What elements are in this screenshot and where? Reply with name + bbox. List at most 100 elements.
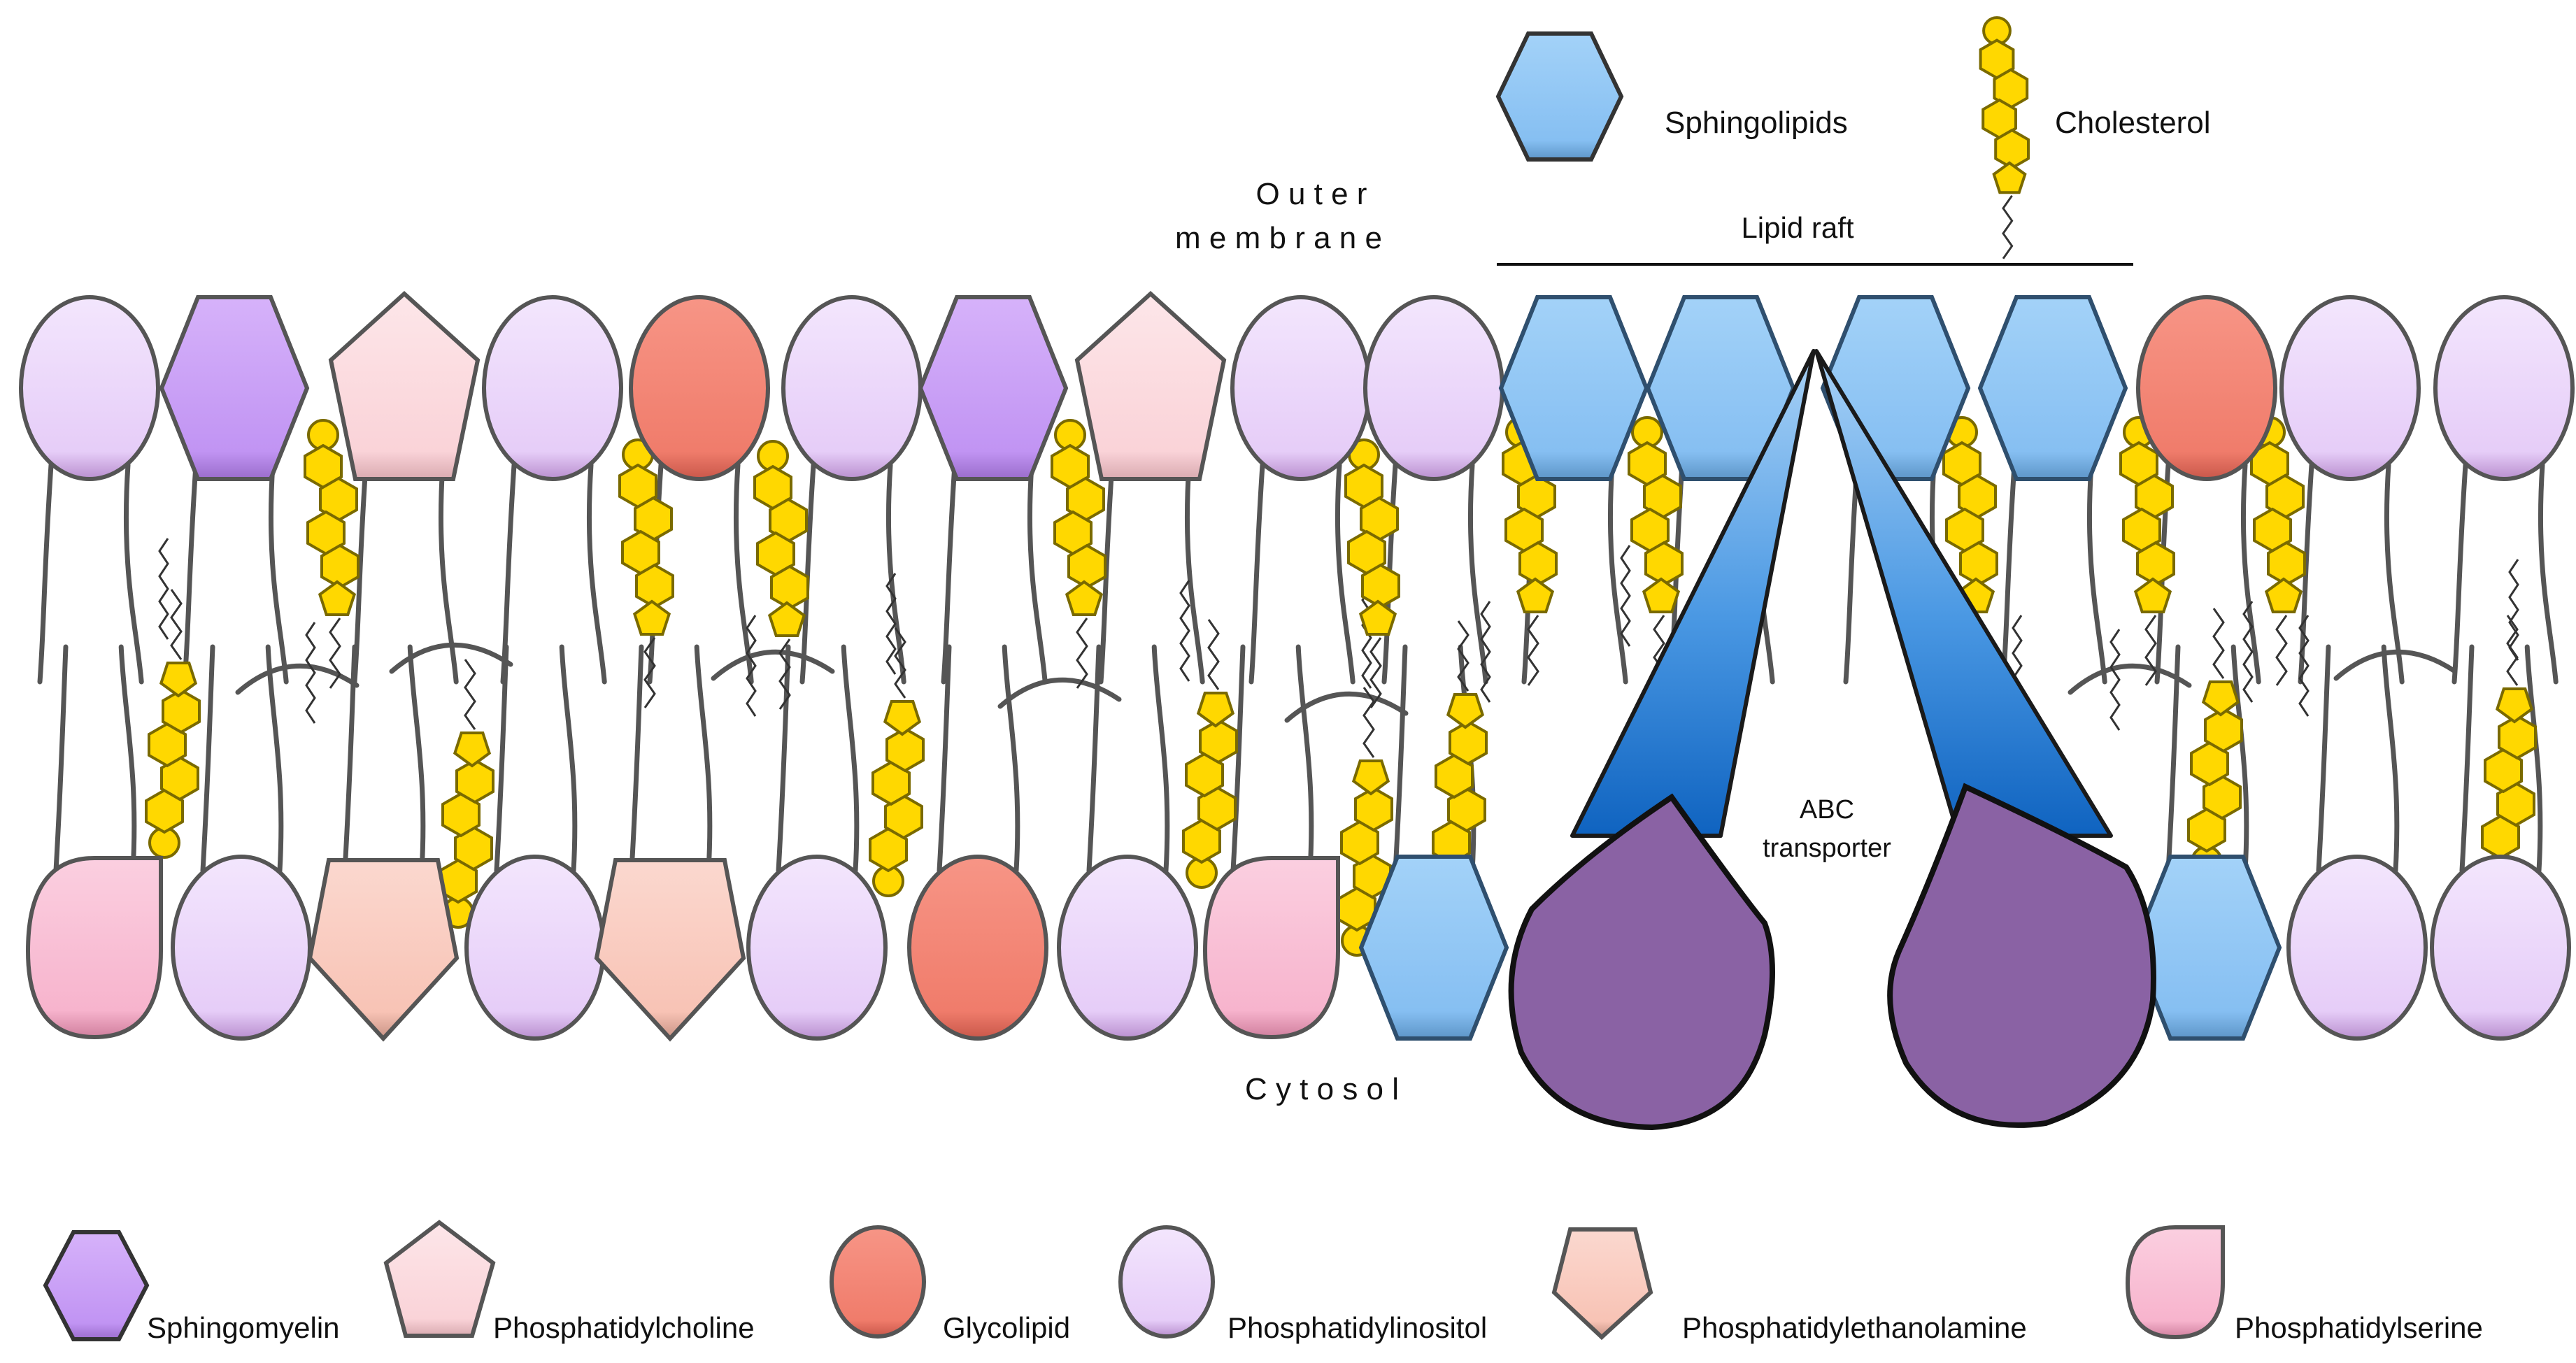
glycolipid-head [2136,295,2277,481]
cholesterol-ring [2133,577,2172,613]
cholesterol-ring [1182,818,1221,864]
cholesterol-tail [329,618,341,689]
lipid-tail [200,644,215,873]
lipid-tail [2230,644,2249,873]
cholesterol-ring [1185,752,1224,798]
phosphatidylcholine-head [328,290,481,481]
cholesterol-molecule [2481,615,2537,885]
lipid-tail [2068,663,2192,695]
lipid-tail [2524,644,2543,873]
phosphatidylinositol-legend-label: Phosphatidylinositol [1227,1311,1487,1344]
lipid-tail [438,462,459,685]
lipid-tail [841,644,860,873]
cholesterol-ring [2203,774,2242,820]
lipid-tail [1843,462,1860,685]
cholesterol-ring [455,758,494,804]
phosphatidylserine-head [1202,856,1340,1040]
cholesterol-ring [1447,787,1486,833]
phosphatidylinositol-head [171,855,312,1041]
cholesterol-molecule [1182,619,1238,889]
cholesterol-ring [770,564,809,611]
lipid-tail [407,644,426,873]
sphingolipids-legend-label: Sphingolipids [1665,106,1848,140]
cholesterol-ring [1361,563,1400,609]
glycolipid-legend-icon [830,1225,926,1339]
phosphatidylcholine-head [1074,290,1227,481]
cholesterol-ring [1353,853,1392,899]
cholesterol-ring [1435,753,1474,799]
lipid-tail [559,644,578,873]
phosphatidylethanolamine-legend-icon [1551,1227,1653,1341]
cholesterol-tail [2275,615,2288,686]
cholesterol-ring [2136,541,2175,587]
fatty-acid-chain [2298,615,2310,717]
phosphatidylserine-head [25,856,163,1040]
lipid-tail [1295,644,1314,873]
fatty-acid-chain [1480,601,1491,703]
cholesterol-legend-icon [1979,16,2030,259]
lipid-tail [2298,462,2314,685]
glycolipid-legend-label: Glycolipid [943,1311,1070,1344]
sphingolipid-head [1977,295,2128,481]
lipid-tail [941,462,958,685]
abc-transporter: ABC transporter [1508,349,2156,1131]
cholesterol-ring [635,563,674,609]
sphingomyelin-legend-label: Sphingomyelin [147,1311,340,1344]
cholesterol-ring [453,732,492,768]
lipid-tail [2086,462,2107,685]
cholesterol-ring [162,688,201,734]
lipid-tail [997,677,1122,709]
cholesterol-ring [884,794,923,840]
cholesterol-ring [1959,541,1998,587]
cholesterol-tail [2212,608,2225,679]
top-legend: Sphingolipids Cholesterol [1495,16,2211,259]
glycolipid-head [907,855,1048,1041]
lipid-tail [494,644,509,873]
glycolipid-head [629,295,770,481]
fatty-acid-chain [305,622,316,724]
cholesterol-ring [871,760,911,806]
lipid-tail [629,644,644,873]
sphingolipid-legend-icon [1495,31,1624,162]
lipid-tail [37,462,54,685]
cholesterol-molecule [869,627,925,897]
cholesterol-tail [1076,618,1088,689]
lipid-tail [1248,462,1265,685]
sphingolipid-head [1498,295,1649,481]
phosphatidylinositol-head [2433,295,2575,481]
cholesterol-ring [2187,807,2226,853]
cholesterol-ring [160,755,199,801]
lipid-tail [937,644,952,873]
cholesterol-tail [464,659,476,730]
cholesterol-ring [2264,577,2303,613]
cholesterol-ring [1642,577,1681,613]
lipid-tail [2381,644,2400,873]
phosphatidylinositol-head [464,855,606,1041]
lipid-tail [1230,644,1246,873]
cholesterol-ring [1994,128,2030,170]
cholesterol-ring [2496,781,2535,827]
cholesterol-ring [2495,687,2534,724]
cholesterol-ring [1518,541,1558,587]
lipid-tail [2384,462,2405,685]
cholesterol-molecule [1051,419,1106,689]
lipid-tail [2240,462,2261,685]
lipid-tail [389,642,513,674]
fatty-acid-chain [885,573,897,675]
lipid-tail [342,644,357,873]
cholesterol-ring [1354,786,1393,832]
phosphatidylinositol-head [19,295,160,481]
cholesterol-tail [1362,687,1375,758]
phosphatidylethanolamine-head [307,858,460,1042]
phosphatidylinositol-head [781,295,923,481]
lipid-tail [265,644,284,873]
cholesterol-ring [1351,759,1390,796]
fatty-acid-chain [2508,559,2519,661]
lipid-tail [2316,644,2331,873]
lipid-tail [1393,644,1408,873]
bottom-legend: Sphingomyelin Phosphatidylcholine Glycol… [43,1220,2483,1344]
cholesterol-molecule [753,440,809,710]
cholesterol-ring [1992,161,2027,194]
cholesterol-tail [170,589,183,660]
lipid-tail [711,649,835,681]
